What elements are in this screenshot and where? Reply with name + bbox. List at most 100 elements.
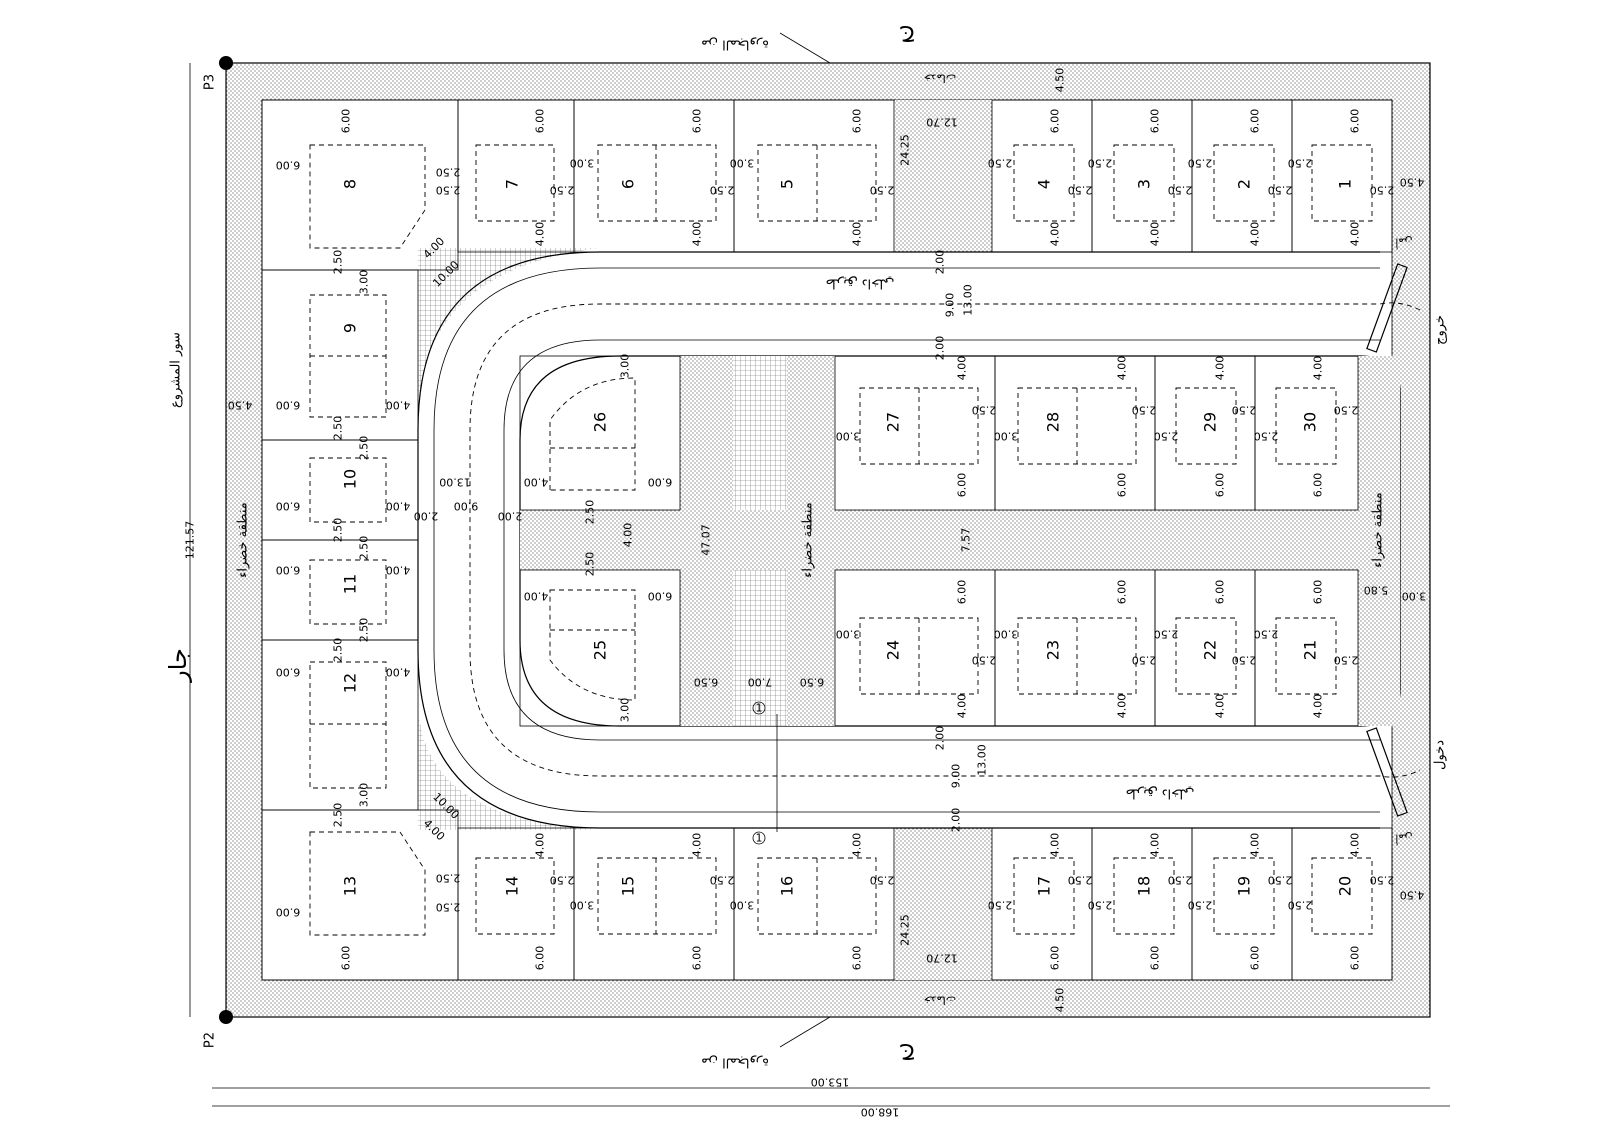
svg-text:6.00: 6.00 xyxy=(1312,580,1325,605)
svg-text:2.50: 2.50 xyxy=(584,500,597,525)
exit-gate xyxy=(1366,263,1408,353)
svg-text:4.00: 4.00 xyxy=(386,666,411,679)
label-wall: سور المشروع xyxy=(169,332,184,408)
svg-text:3.00: 3.00 xyxy=(836,430,861,443)
plot-number: 28 xyxy=(1044,412,1063,432)
plot-number: 14 xyxy=(503,876,522,896)
svg-text:2.50: 2.50 xyxy=(710,874,735,887)
dim-v-top: 24.25 xyxy=(899,134,912,166)
svg-text:2.50: 2.50 xyxy=(1288,157,1313,170)
dim-height: 121.57 xyxy=(184,521,197,560)
dim-overall-width-2: 168.00 xyxy=(861,1106,900,1119)
plot-number: 6 xyxy=(619,179,638,189)
plot-number: 15 xyxy=(619,876,638,896)
svg-text:4.00: 4.00 xyxy=(851,833,864,858)
plot-number: 17 xyxy=(1035,876,1054,896)
dim-v-bottom: 24.25 xyxy=(899,914,912,946)
svg-text:2.50: 2.50 xyxy=(1154,430,1179,443)
svg-text:2.50: 2.50 xyxy=(584,552,597,577)
svg-text:6.00: 6.00 xyxy=(648,590,673,603)
dim-road-top-c: 2.00 xyxy=(934,336,947,361)
svg-text:2.50: 2.50 xyxy=(1254,430,1279,443)
dim-road-top-a: 2.00 xyxy=(934,250,947,275)
small-dims-island: 3.00 4.00 6.00 2.50 4.00 2.50 4.00 6.00 … xyxy=(524,354,1359,723)
plot-number: 18 xyxy=(1135,876,1154,896)
svg-text:4.00: 4.00 xyxy=(1249,833,1262,858)
plot-number: 4 xyxy=(1035,179,1054,189)
plot-numbers: 1 2 3 4 5 6 7 8 9 10 11 12 13 14 15 16 1… xyxy=(341,179,1355,896)
plot-number: 25 xyxy=(591,640,610,660)
small-dims-left: 2.50 3.00 6.00 4.00 2.50 2.50 6.00 4.00 … xyxy=(276,250,411,828)
svg-text:4.00: 4.00 xyxy=(1349,222,1362,247)
label-neighbor: جار xyxy=(164,648,192,683)
svg-text:2.50: 2.50 xyxy=(1268,184,1293,197)
svg-text:6.00: 6.00 xyxy=(1149,946,1162,971)
svg-text:6.00: 6.00 xyxy=(691,109,704,134)
plot-number: 1 xyxy=(1336,179,1355,189)
svg-text:6.00: 6.00 xyxy=(1214,580,1227,605)
svg-text:4.00: 4.00 xyxy=(1249,222,1262,247)
svg-text:2.50: 2.50 xyxy=(1168,874,1193,887)
svg-text:6.00: 6.00 xyxy=(956,473,969,498)
svg-text:4.00: 4.00 xyxy=(534,833,547,858)
svg-text:2.50: 2.50 xyxy=(1088,157,1113,170)
plot-number: 20 xyxy=(1336,876,1355,896)
marker-1-top-label: 1 xyxy=(756,702,763,715)
svg-text:6.00: 6.00 xyxy=(1249,109,1262,134)
svg-text:4.00: 4.00 xyxy=(524,476,549,489)
dim-road-left: 13.00 xyxy=(439,476,471,489)
svg-text:2.50: 2.50 xyxy=(1254,628,1279,641)
svg-text:6.00: 6.00 xyxy=(851,109,864,134)
svg-text:4.00: 4.00 xyxy=(1116,356,1129,381)
label-service-bottom: خدمات xyxy=(924,994,956,1007)
svg-text:6.00: 6.00 xyxy=(276,159,301,172)
svg-text:2.50: 2.50 xyxy=(1268,874,1293,887)
label-h-bottom: ج xyxy=(900,1044,916,1072)
svg-text:6.00: 6.00 xyxy=(648,476,673,489)
dim-road-left-b: 9.00 xyxy=(454,500,479,513)
plot-number: 29 xyxy=(1201,412,1220,432)
plot-number: 23 xyxy=(1044,640,1063,660)
svg-text:2.50: 2.50 xyxy=(1132,404,1157,417)
marker-1-bottom xyxy=(752,831,766,845)
svg-text:3.00: 3.00 xyxy=(994,628,1019,641)
dim-setback-top: 4.50 xyxy=(1054,68,1067,93)
svg-text:4.00: 4.00 xyxy=(1312,356,1325,381)
label-exit: خروج xyxy=(1433,315,1448,345)
corner-point-p2 xyxy=(219,1010,233,1024)
bottom-dotted-strip xyxy=(895,828,992,980)
svg-text:2.50: 2.50 xyxy=(1132,654,1157,667)
svg-text:2.50: 2.50 xyxy=(1288,899,1313,912)
label-bottom-note: من المجاورة xyxy=(701,1055,769,1070)
svg-text:2.50: 2.50 xyxy=(550,184,575,197)
small-dims-bottom: 6.00 6.00 6.00 6.00 6.00 6.00 6.00 6.00 … xyxy=(276,833,1395,971)
note-leader-top-2 xyxy=(779,32,831,64)
dim-right-580: 5.80 xyxy=(1364,584,1389,597)
svg-text:6.00: 6.00 xyxy=(276,500,301,513)
right-green-strip xyxy=(1358,356,1400,726)
dim-center-height: 47.07 xyxy=(700,524,713,556)
svg-text:6.00: 6.00 xyxy=(1049,109,1062,134)
bottom-plots-group xyxy=(261,809,1393,981)
dim-road-left-a: 2.00 xyxy=(414,510,439,523)
svg-text:4.00: 4.00 xyxy=(1116,694,1129,719)
svg-text:2.50: 2.50 xyxy=(332,416,345,441)
dim-gap-top: 12.70 xyxy=(926,116,958,129)
dim-setback-right-top: 4.50 xyxy=(1400,176,1425,189)
svg-text:2.50: 2.50 xyxy=(550,874,575,887)
marker-1-top xyxy=(752,701,766,715)
svg-text:6.00: 6.00 xyxy=(1312,473,1325,498)
svg-text:2.50: 2.50 xyxy=(1188,157,1213,170)
road-centerline xyxy=(469,302,1421,778)
dim-center-gap: 7.57 xyxy=(960,528,973,553)
small-dims-top: 6.00 6.00 6.00 6.00 6.00 6.00 6.00 6.00 … xyxy=(276,109,1395,247)
svg-text:4.00: 4.00 xyxy=(1214,356,1227,381)
plot-number: 26 xyxy=(591,412,610,432)
dim-gap-bottom: 12.70 xyxy=(926,952,958,965)
plot-number: 21 xyxy=(1301,640,1320,660)
dim-mid-b: 7.00 xyxy=(748,676,773,689)
plot-number: 19 xyxy=(1235,876,1254,896)
plot-number: 2 xyxy=(1235,179,1254,189)
svg-text:4.00: 4.00 xyxy=(1349,833,1362,858)
svg-text:2.50: 2.50 xyxy=(358,618,371,643)
